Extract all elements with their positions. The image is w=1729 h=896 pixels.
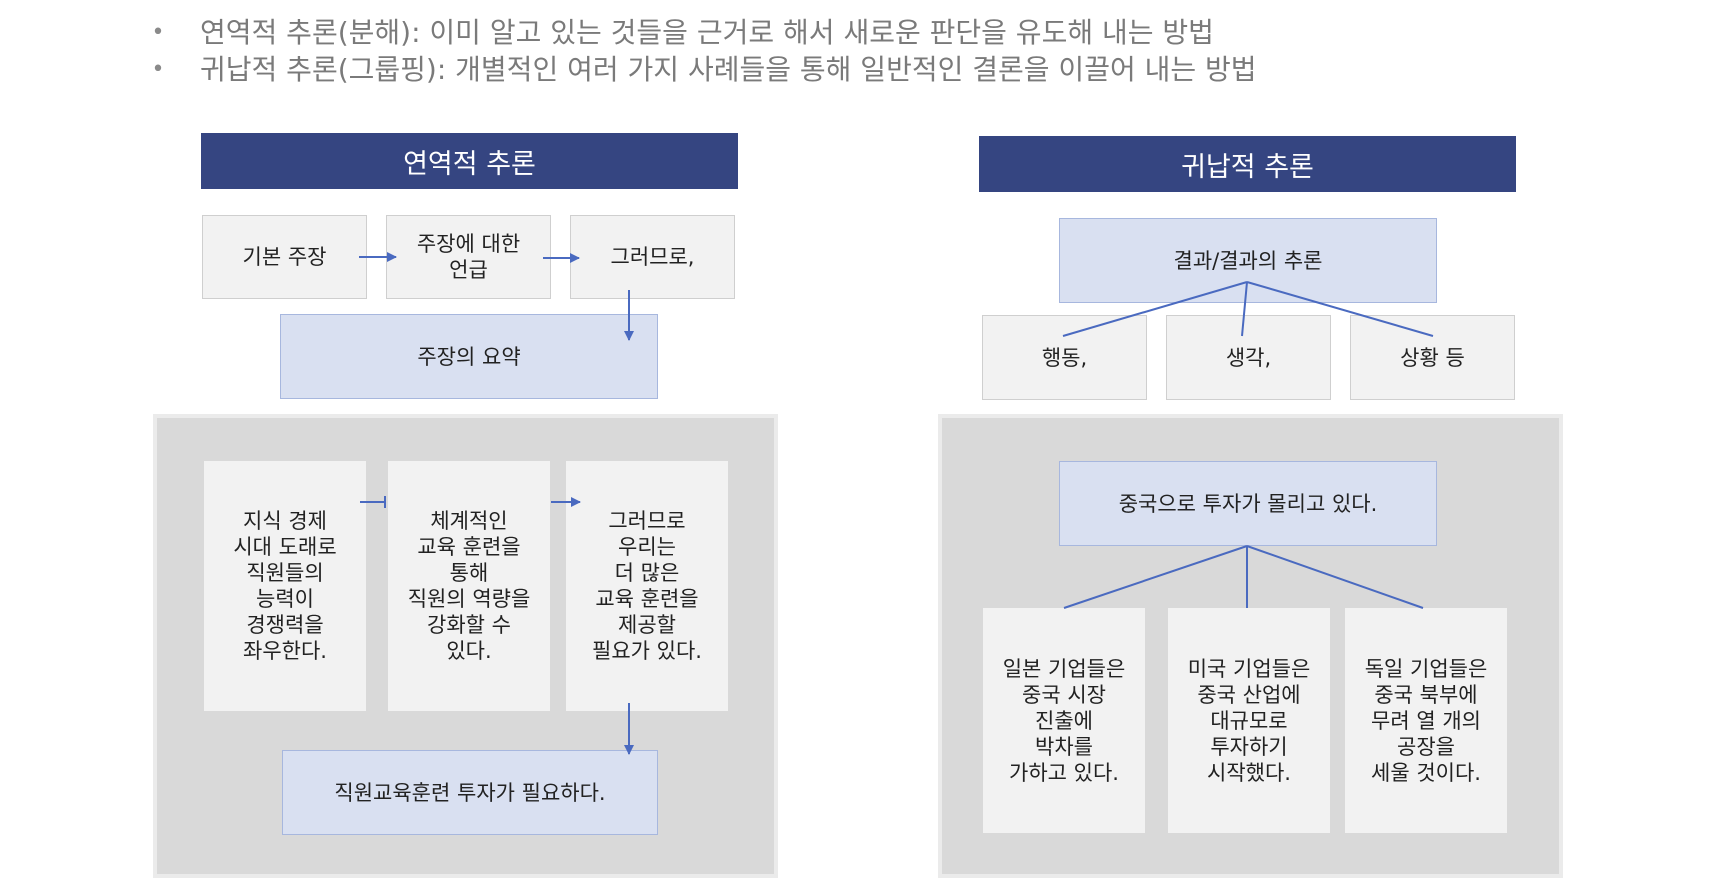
bullet-dot-icon: •: [151, 57, 165, 82]
box-label: 중국으로 투자가 몰리고 있다.: [1118, 491, 1378, 516]
box-label: 독일 기업들은 중국 북부에 무려 열 개의 공장을 세울 것이다.: [1364, 656, 1488, 785]
box-label: 결과/결과의 추론: [1173, 248, 1323, 273]
box-label: 그러므로,: [610, 245, 695, 269]
inductive-example-germany: 독일 기업들은 중국 북부에 무려 열 개의 공장을 세울 것이다.: [1345, 608, 1507, 833]
deductive-example-therefore: 그러므로 우리는 더 많은 교육 훈련을 제공할 필요가 있다.: [566, 461, 728, 711]
deductive-step-basic-claim: 기본 주장: [202, 215, 367, 299]
box-label: 지식 경제 시대 도래로 직원들의 능력이 경쟁력을 좌우한다.: [233, 509, 337, 663]
bullet-text: 연역적 추론(분해): 이미 알고 있는 것들을 근거로 해서 새로운 판단을 …: [200, 16, 1214, 49]
box-label: 주장의 요약: [417, 344, 521, 369]
bullet-text: 귀납적 추론(그룹핑): 개별적인 여러 가지 사례들을 통해 일반적인 결론을…: [200, 53, 1257, 86]
inductive-example-japan: 일본 기업들은 중국 시장 진출에 박차를 가하고 있다.: [983, 608, 1145, 833]
deductive-step-therefore: 그러므로,: [570, 215, 735, 299]
deductive-header: 연역적 추론: [201, 133, 738, 189]
deductive-example-reason: 체계적인 교육 훈련을 통해 직원의 역량을 강화할 수 있다.: [388, 461, 550, 711]
bullet-dot-icon: •: [151, 20, 165, 45]
box-label: 직원교육훈련 투자가 필요하다.: [334, 780, 606, 805]
box-label: 주장에 대한 언급: [416, 232, 521, 282]
inductive-case-thought: 생각,: [1166, 315, 1331, 400]
box-label: 체계적인 교육 훈련을 통해 직원의 역량을 강화할 수 있다.: [407, 509, 531, 663]
box-label: 생각,: [1225, 345, 1272, 370]
box-label: 일본 기업들은 중국 시장 진출에 박차를 가하고 있다.: [1002, 656, 1126, 785]
box-label: 그러므로 우리는 더 많은 교육 훈련을 제공할 필요가 있다.: [592, 509, 702, 663]
box-label: 행동,: [1041, 345, 1088, 370]
inductive-case-situation: 상황 등: [1350, 315, 1515, 400]
inductive-example-usa: 미국 기업들은 중국 산업에 대규모로 투자하기 시작했다.: [1168, 608, 1330, 833]
box-label: 기본 주장: [242, 245, 327, 269]
deductive-step-mention: 주장에 대한 언급: [386, 215, 551, 299]
deductive-example-conclusion: 직원교육훈련 투자가 필요하다.: [282, 750, 658, 835]
box-label: 미국 기업들은 중국 산업에 대규모로 투자하기 시작했다.: [1187, 656, 1311, 785]
inductive-example-conclusion: 중국으로 투자가 몰리고 있다.: [1059, 461, 1437, 546]
inductive-header: 귀납적 추론: [979, 136, 1516, 192]
deductive-summary: 주장의 요약: [280, 314, 658, 399]
deductive-example-premise: 지식 경제 시대 도래로 직원들의 능력이 경쟁력을 좌우한다.: [204, 461, 366, 711]
box-label: 상황 등: [1400, 345, 1465, 370]
inductive-case-action: 행동,: [982, 315, 1147, 400]
inductive-result: 결과/결과의 추론: [1059, 218, 1437, 303]
